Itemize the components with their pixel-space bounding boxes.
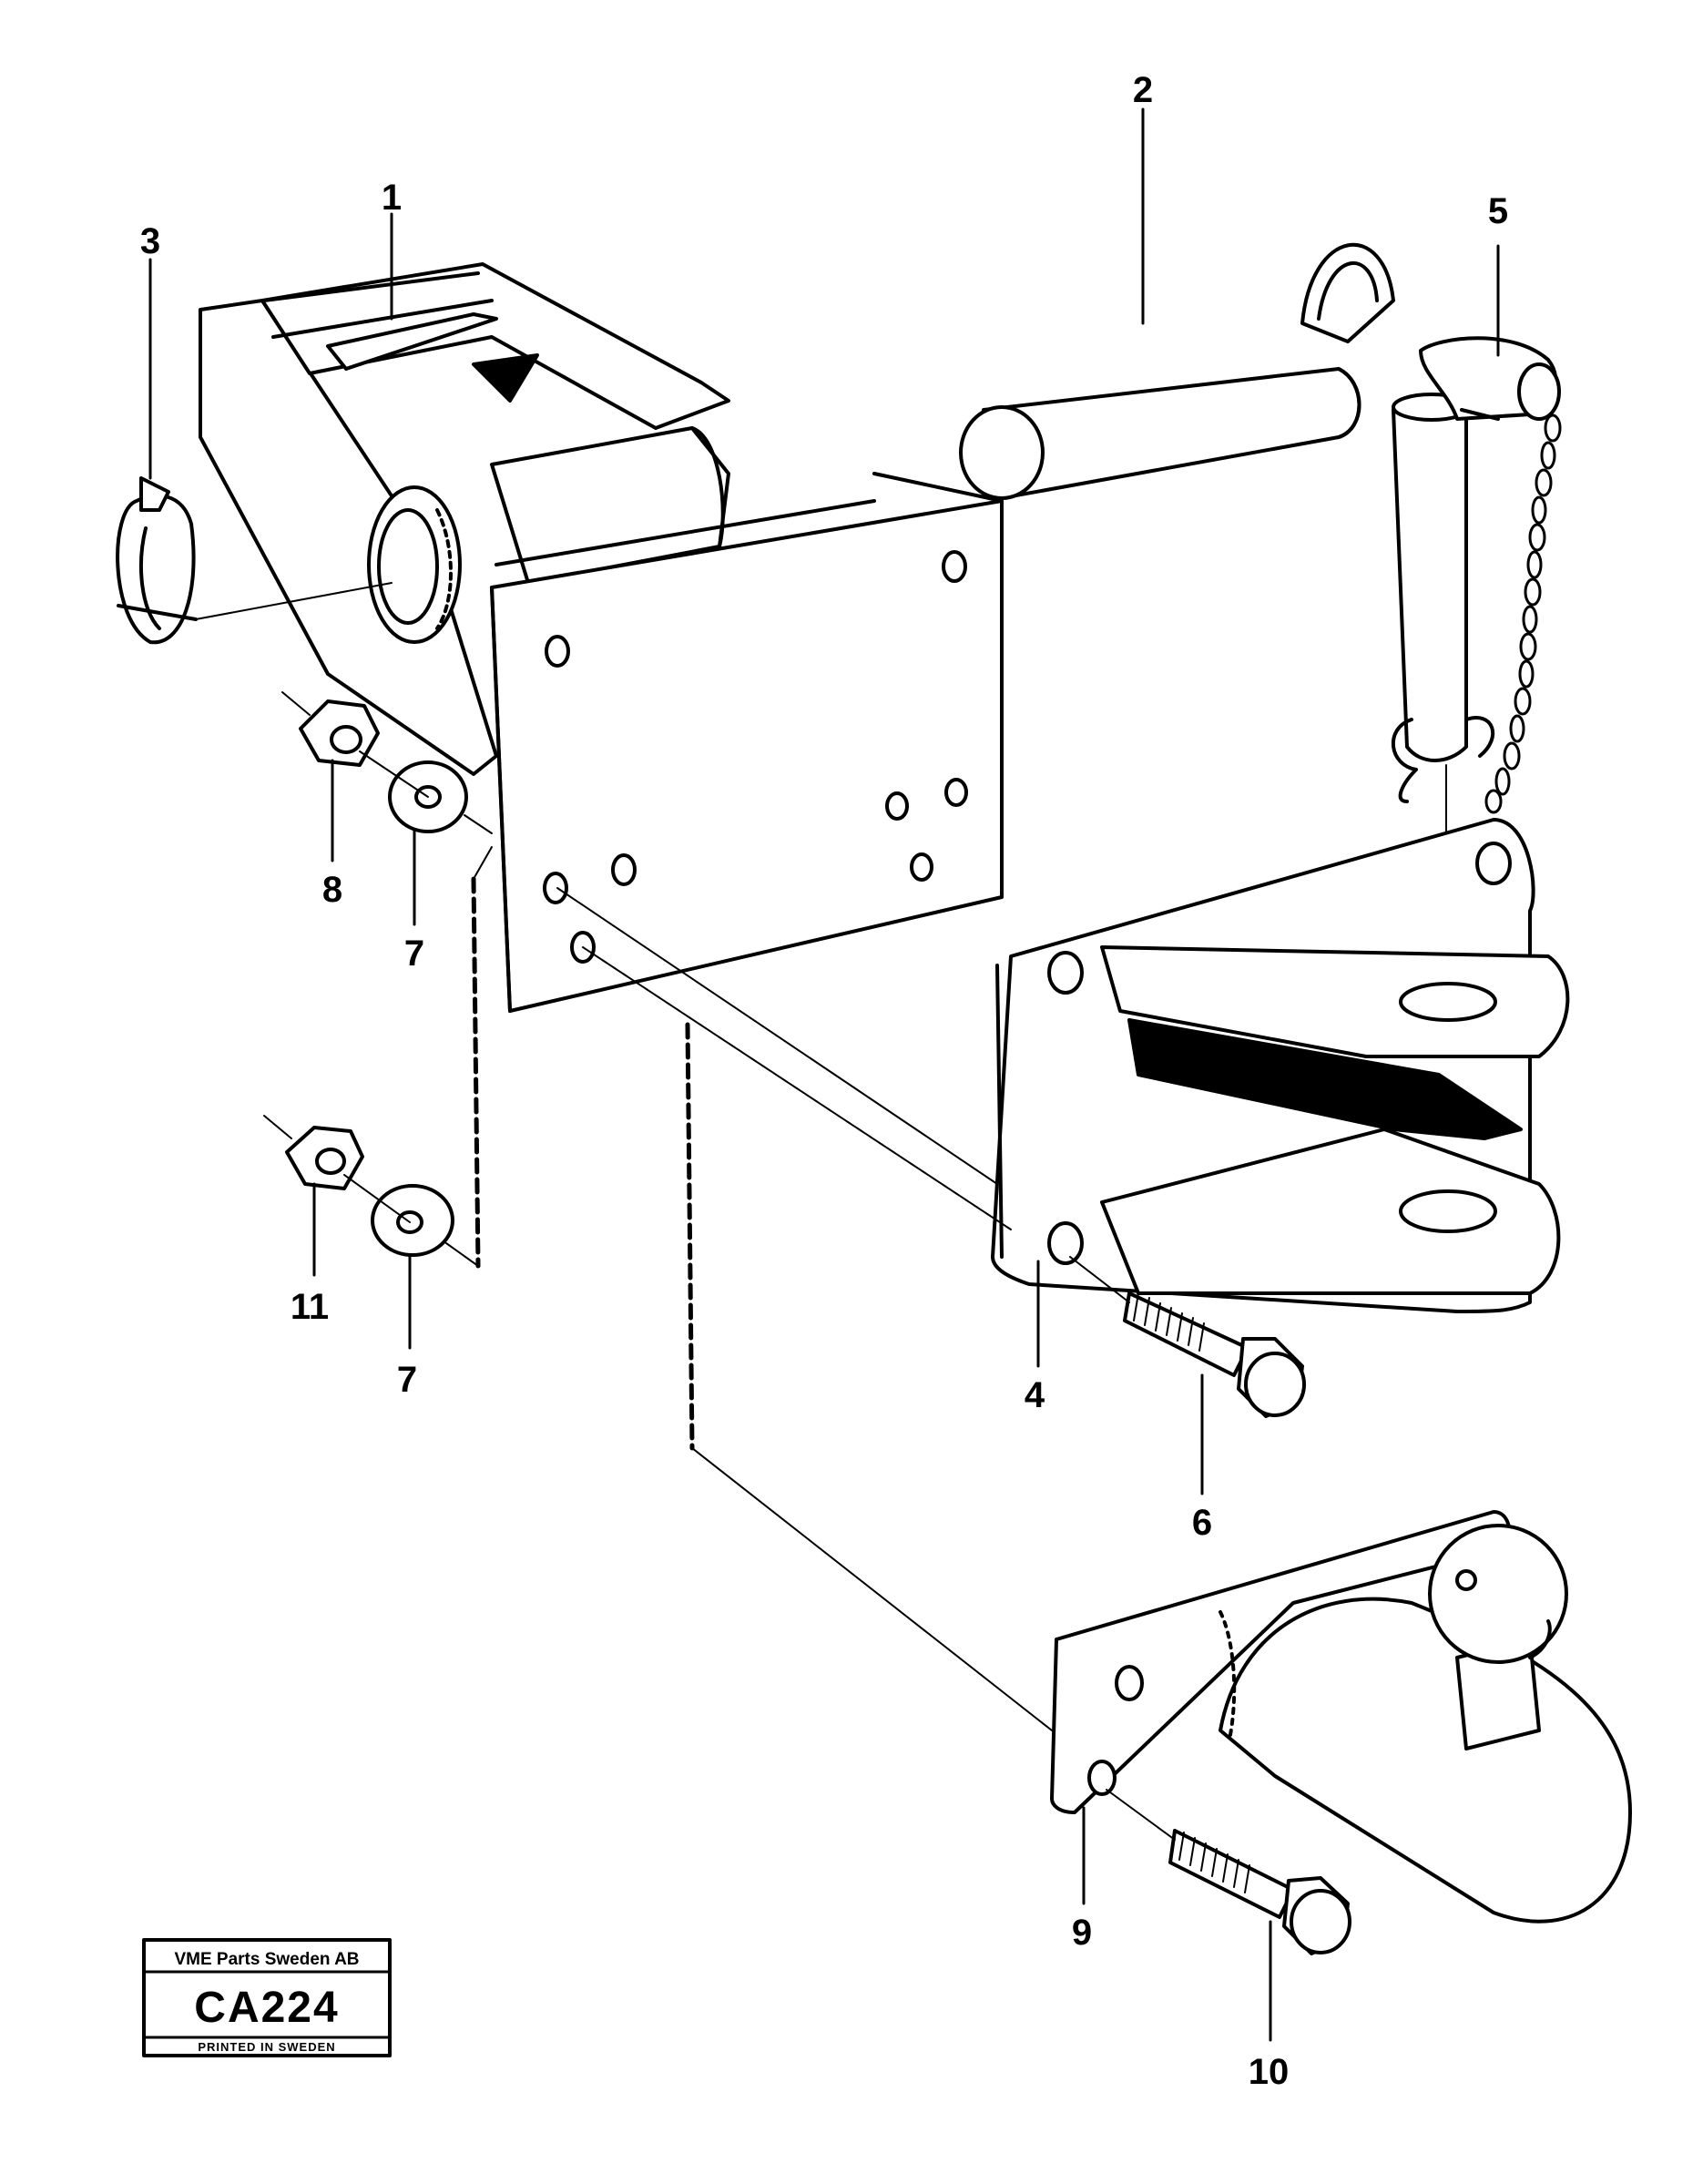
assembly-lines — [471, 846, 1053, 1731]
clevis-coupling — [991, 818, 1570, 1313]
callout-2: 2 — [1133, 70, 1153, 110]
bracket-frame — [199, 262, 1004, 1013]
callout-1: 1 — [382, 178, 402, 218]
callout-8: 8 — [322, 870, 342, 910]
callout-numbers: 1 2 3 5 8 7 11 7 4 6 9 10 — [140, 70, 1508, 2092]
callout-10: 10 — [1249, 2052, 1290, 2092]
pin-with-ring — [959, 242, 1395, 500]
washer-lower — [343, 1174, 479, 1267]
lynch-clip — [116, 476, 393, 645]
nut-lower — [263, 1115, 364, 1190]
callout-7-upper: 7 — [404, 934, 424, 974]
callout-4: 4 — [1025, 1375, 1045, 1415]
nut-upper — [281, 691, 380, 767]
callout-11: 11 — [291, 1287, 329, 1327]
stamp-code: CA224 — [194, 1984, 339, 2032]
callout-5: 5 — [1488, 191, 1508, 231]
stamp-printed: PRINTED IN SWEDEN — [198, 2040, 335, 2054]
publisher-stamp: VME Parts Sweden AB CA224 PRINTED IN SWE… — [142, 1938, 392, 2057]
callout-7-lower: 7 — [397, 1360, 417, 1400]
ball-hitch — [1050, 1510, 1632, 1924]
washer-upper — [359, 750, 493, 834]
stamp-company: VME Parts Sweden AB — [174, 1950, 359, 1969]
bolt-lower — [1106, 1789, 1351, 1955]
callout-6: 6 — [1192, 1503, 1212, 1543]
callout-3: 3 — [140, 221, 160, 261]
bolt-upper — [1069, 1256, 1306, 1418]
coupling-pin-chain — [1391, 336, 1562, 1276]
leader-lines — [148, 107, 1500, 2042]
callout-9: 9 — [1072, 1913, 1092, 1953]
